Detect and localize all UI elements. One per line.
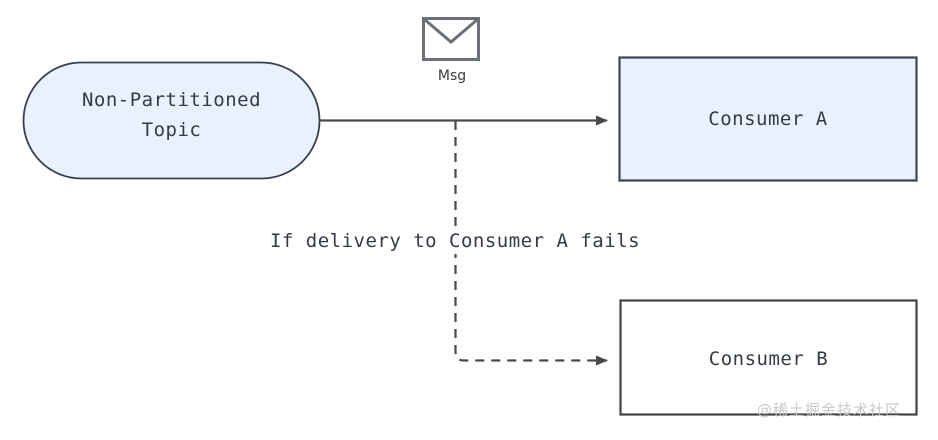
watermark-text: @稀土掘金技术社区	[757, 401, 902, 419]
msg-icon-label: Msg	[437, 68, 467, 84]
edge-condition-label: If delivery to Consumer A fails	[180, 228, 730, 254]
node-consumer-b-shape[interactable]	[619, 299, 918, 416]
envelope-icon	[422, 17, 480, 61]
edge-topic-to-consumer-b	[454, 121, 608, 366]
node-consumer-a-shape[interactable]	[618, 56, 918, 182]
node-topic-shape[interactable]	[22, 61, 321, 180]
